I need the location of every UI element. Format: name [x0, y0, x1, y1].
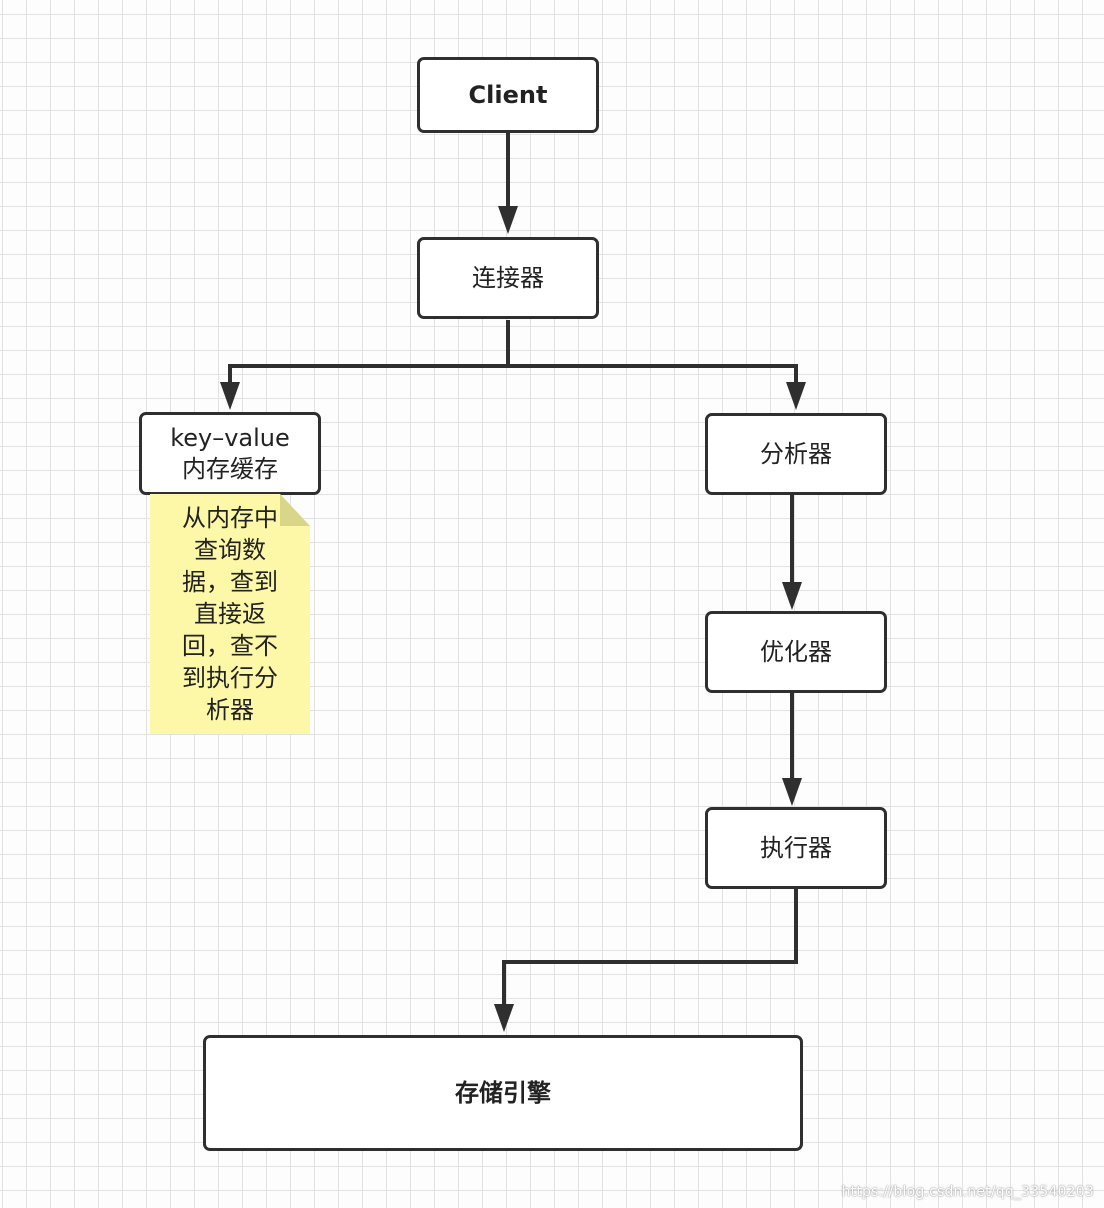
sticky-note[interactable]: 从内存中 查询数 据，查到 直接返 回，查不 到执行分 析器 — [150, 494, 310, 734]
note-line: 回，查不 — [182, 632, 278, 660]
node-client-label: Client — [468, 80, 548, 109]
node-kv-cache-label-line1: key–value — [170, 423, 290, 452]
node-kv-cache[interactable]: key–value 内存缓存 — [139, 412, 321, 495]
watermark: https://blog.csdn.net/qq_33540203 — [841, 1184, 1094, 1200]
note-line: 据，查到 — [182, 568, 278, 596]
sticky-note-text: 从内存中 查询数 据，查到 直接返 回，查不 到执行分 析器 — [150, 502, 310, 726]
arrowhead-optimizer-to-executor — [782, 778, 802, 806]
arrowhead-client-to-connector — [498, 206, 518, 234]
arrowhead-executor-to-storage — [494, 1004, 514, 1032]
note-line: 到执行分 — [182, 664, 278, 692]
arrowhead-connector-to-analyzer — [786, 382, 806, 410]
node-client[interactable]: Client — [417, 57, 599, 133]
node-analyzer[interactable]: 分析器 — [705, 413, 887, 495]
edge-executor-to-storage — [502, 889, 798, 1008]
node-connector[interactable]: 连接器 — [417, 237, 599, 319]
node-executor-label: 执行器 — [760, 833, 832, 862]
edge-connector-trunk — [230, 320, 796, 368]
node-executor[interactable]: 执行器 — [705, 807, 887, 889]
arrowhead-analyzer-to-optimizer — [782, 582, 802, 610]
node-connector-label: 连接器 — [472, 263, 544, 292]
node-storage-engine-label: 存储引擎 — [455, 1078, 551, 1107]
node-storage-engine[interactable]: 存储引擎 — [203, 1035, 803, 1151]
node-optimizer-label: 优化器 — [760, 637, 832, 666]
note-line: 查询数 — [194, 536, 266, 564]
note-line: 直接返 — [194, 600, 266, 628]
arrowhead-connector-to-cache — [220, 382, 240, 410]
note-line: 从内存中 — [182, 504, 278, 532]
node-analyzer-label: 分析器 — [760, 439, 832, 468]
note-line: 析器 — [206, 696, 254, 724]
sticky-note-shape — [150, 494, 310, 734]
node-optimizer[interactable]: 优化器 — [705, 611, 887, 693]
node-kv-cache-label-line2: 内存缓存 — [181, 454, 278, 483]
